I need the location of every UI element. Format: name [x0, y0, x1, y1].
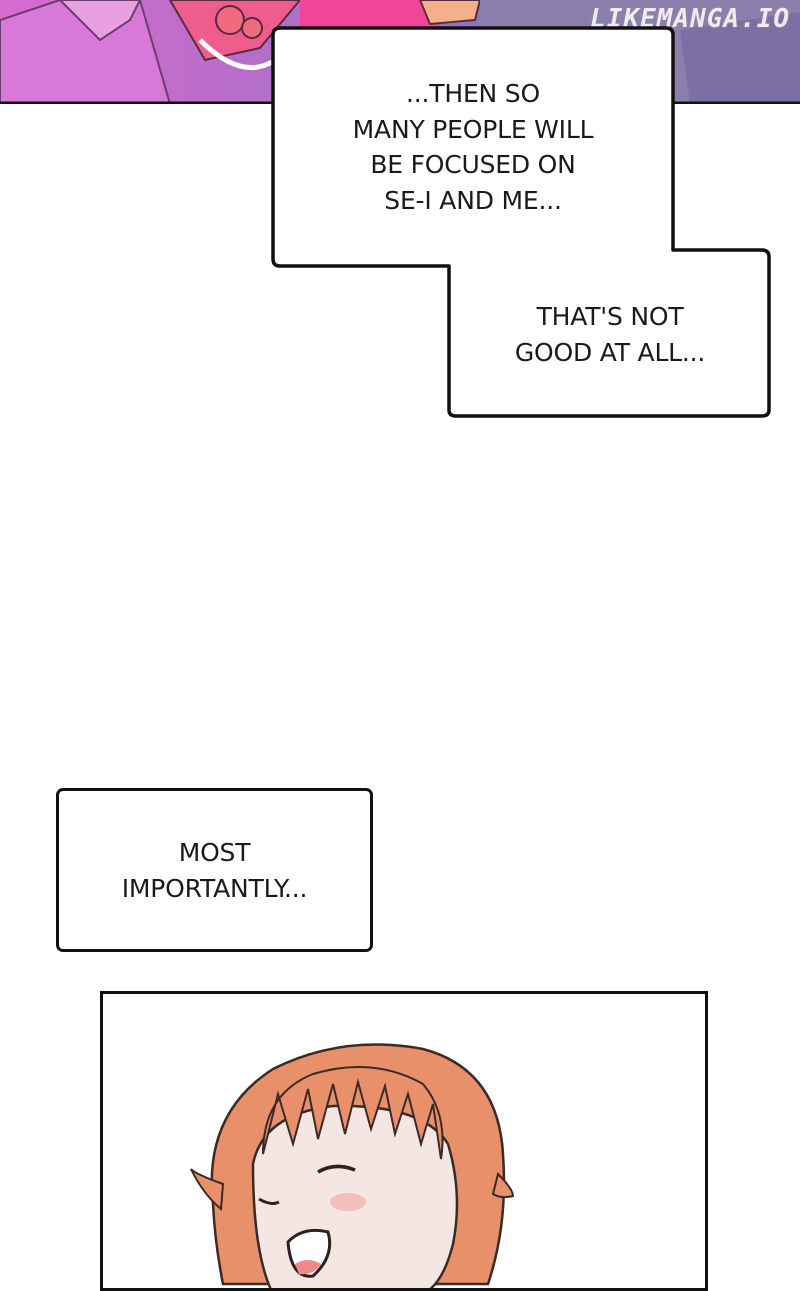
caption-line: GOOD AT ALL...: [514, 337, 706, 367]
caption-line: ...THEN SO: [406, 79, 540, 108]
girl-laughing-illustration: [190, 1043, 515, 1288]
caption-line: MOST: [178, 838, 251, 867]
caption-bubble-shape: [271, 26, 771, 418]
caption-then-so-many-people: ...THEN SO MANY PEOPLE WILL BE FOCUSED O…: [300, 76, 646, 218]
caption-line: THAT'S NOT: [536, 302, 684, 331]
caption-thats-not-good: THAT'S NOT GOOD AT ALL...: [470, 299, 750, 370]
caption-line: MANY PEOPLE WILL: [352, 114, 594, 144]
bottom-comic-panel: [100, 991, 708, 1291]
caption-box-most-importantly: [56, 788, 373, 952]
caption-most-importantly: MOST IMPORTANTLY...: [56, 835, 373, 906]
caption-line: SE-I AND ME...: [384, 185, 562, 215]
caption-line: BE FOCUSED ON: [370, 150, 576, 179]
caption-line: IMPORTANTLY...: [121, 873, 308, 903]
